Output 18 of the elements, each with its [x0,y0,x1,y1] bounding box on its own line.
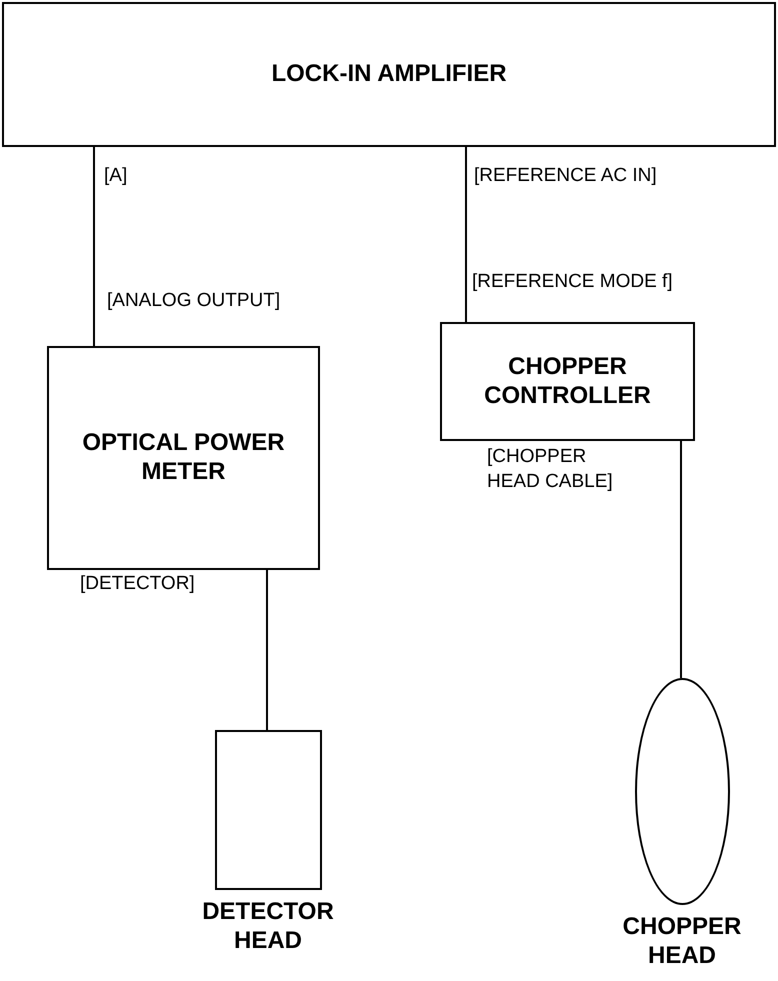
port-label: [REFERENCE MODE f] [472,270,674,294]
connector-line [680,441,682,678]
node-title: OPTICAL POWER METER [81,429,286,487]
node-title: CHOPPER HEAD [622,913,742,971]
port-label: [CHOPPER HEAD CABLE] [487,445,614,494]
port-label: [ANALOG OUTPUT] [107,289,282,313]
connector-line [465,147,467,322]
node-title: LOCK-IN AMPLIFIER [271,60,507,89]
connector-line [93,147,95,346]
node-title: CHOPPER CONTROLLER [483,352,652,410]
connector-line [266,570,268,730]
port-label: [A] [104,164,128,188]
port-label: [DETECTOR] [80,572,196,596]
chopper-controller-box [440,322,695,441]
lock-in-amplifier-box [2,2,776,147]
node-title: DETECTOR HEAD [201,898,335,956]
port-label: [REFERENCE AC IN] [474,164,658,188]
power-meter-box [47,346,320,570]
